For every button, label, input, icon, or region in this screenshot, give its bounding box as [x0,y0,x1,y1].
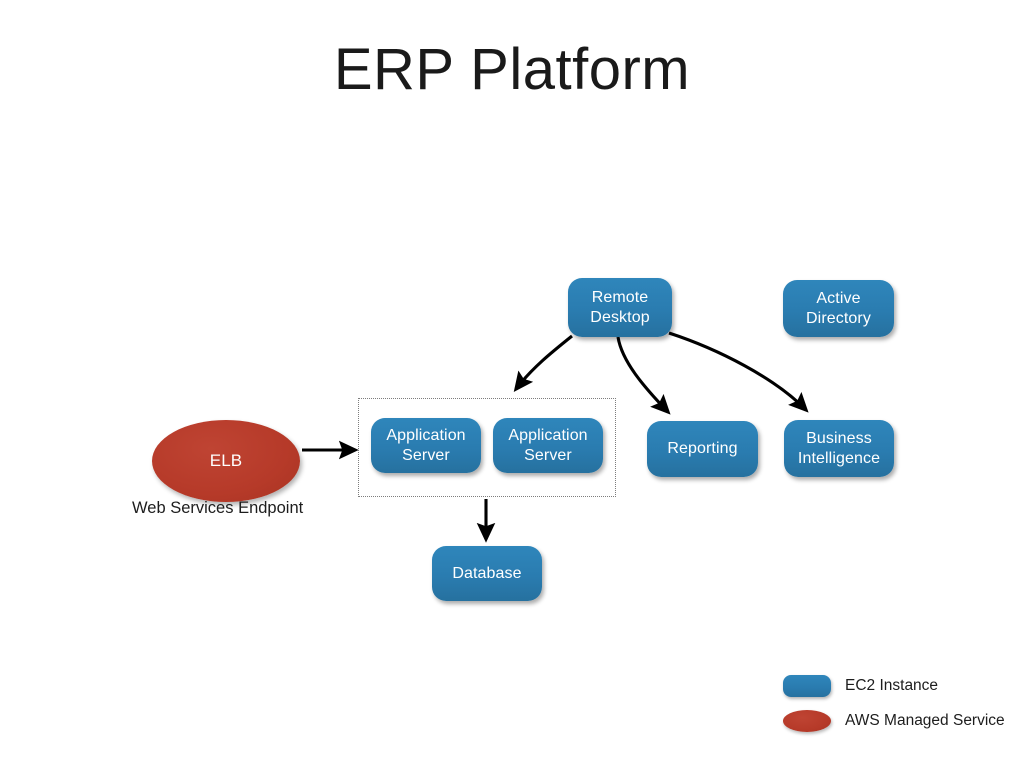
edge-remote-desktop-to-reporting [616,336,671,415]
node-database[interactable]: Database [432,546,542,601]
node-label: Business Intelligence [797,429,881,467]
page-title: ERP Platform [333,37,691,102]
edge-remote-desktop-to-business-intelligence [668,331,809,413]
node-reporting[interactable]: Reporting [647,421,758,477]
application-server-group [358,398,616,497]
legend-item-aws-managed-service: AWS Managed Service [783,703,1018,738]
node-label: ELB [209,450,243,470]
node-application-server-2[interactable]: Application Server [493,418,603,473]
legend-item-label: AWS Managed Service [845,711,1005,729]
node-application-server-1[interactable]: Application Server [371,418,481,473]
node-active-directory[interactable]: Active Directory [783,280,894,337]
node-elb[interactable]: ELB [152,420,300,502]
legend: EC2 Instance AWS Managed Service [783,668,1018,738]
node-label: Database [452,564,522,582]
node-label: Reporting [667,440,738,458]
node-label: Application Server [508,426,588,464]
edge-remote-desktop-to-app-group [513,334,573,392]
aws-managed-service-swatch-icon [783,709,831,732]
caption-web-services-endpoint: Web Services Endpoint [132,499,304,517]
ec2-instance-swatch-icon [783,674,831,697]
node-label: Application Server [386,426,466,464]
legend-item-label: EC2 Instance [845,676,939,694]
node-label: Remote Desktop [590,288,650,326]
node-remote-desktop[interactable]: Remote Desktop [568,278,672,337]
legend-item-ec2-instance: EC2 Instance [783,668,1018,703]
node-business-intelligence[interactable]: Business Intelligence [784,420,894,477]
node-label: Active Directory [806,289,871,327]
